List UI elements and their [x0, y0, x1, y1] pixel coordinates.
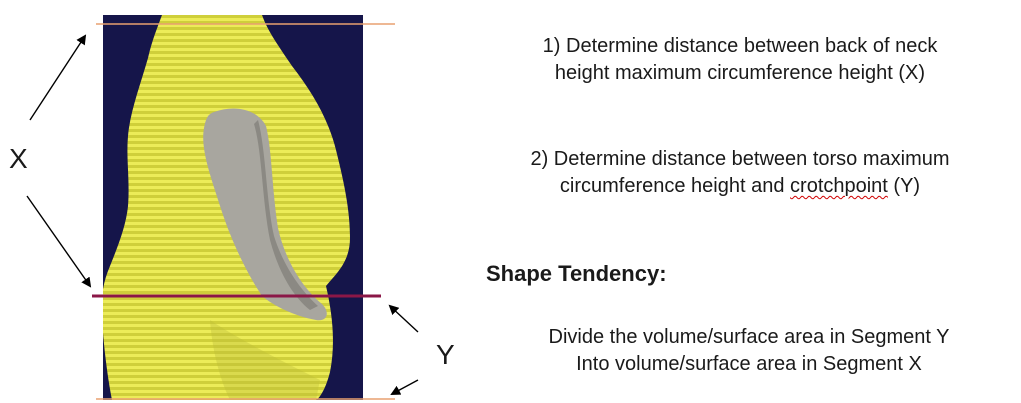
step-2: 2) Determine distance between torso maxi…	[470, 146, 1010, 200]
segment-y-label: Y	[436, 339, 455, 370]
step-1-line-1: 1) Determine distance between back of ne…	[542, 35, 938, 57]
step-1: 1) Determine distance between back of ne…	[470, 33, 1010, 87]
step-1-line-2: height maximum circumference height (X)	[554, 62, 926, 84]
shape-tendency-line-1: Divide the volume/surface area in Segmen…	[548, 326, 950, 348]
arrow-icon	[26, 195, 92, 288]
shape-tendency-heading: Shape Tendency:	[486, 261, 667, 286]
torso-shading	[210, 320, 320, 400]
step-2-line-1: 2) Determine distance between torso maxi…	[530, 148, 950, 170]
arm	[203, 108, 327, 321]
arrow-icon	[388, 304, 419, 333]
arrow-icon	[390, 379, 419, 395]
body-scan-figure	[26, 15, 419, 400]
shape-tendency-line-2: Into volume/surface area in Segment X	[576, 353, 922, 375]
spellcheck-flagged-word: crotchpoint	[790, 175, 888, 197]
shape-tendency-text: Divide the volume/surface area in Segmen…	[484, 324, 1014, 378]
step-2-text-a: circumference height and	[559, 175, 791, 197]
arm-shadow	[254, 120, 318, 310]
step-2-line-2: circumference height and crotchpoint (Y)	[470, 173, 1010, 200]
step-2-text-b: (Y)	[887, 175, 921, 197]
arrow-icon	[29, 34, 87, 121]
segment-x-label: X	[9, 143, 28, 174]
